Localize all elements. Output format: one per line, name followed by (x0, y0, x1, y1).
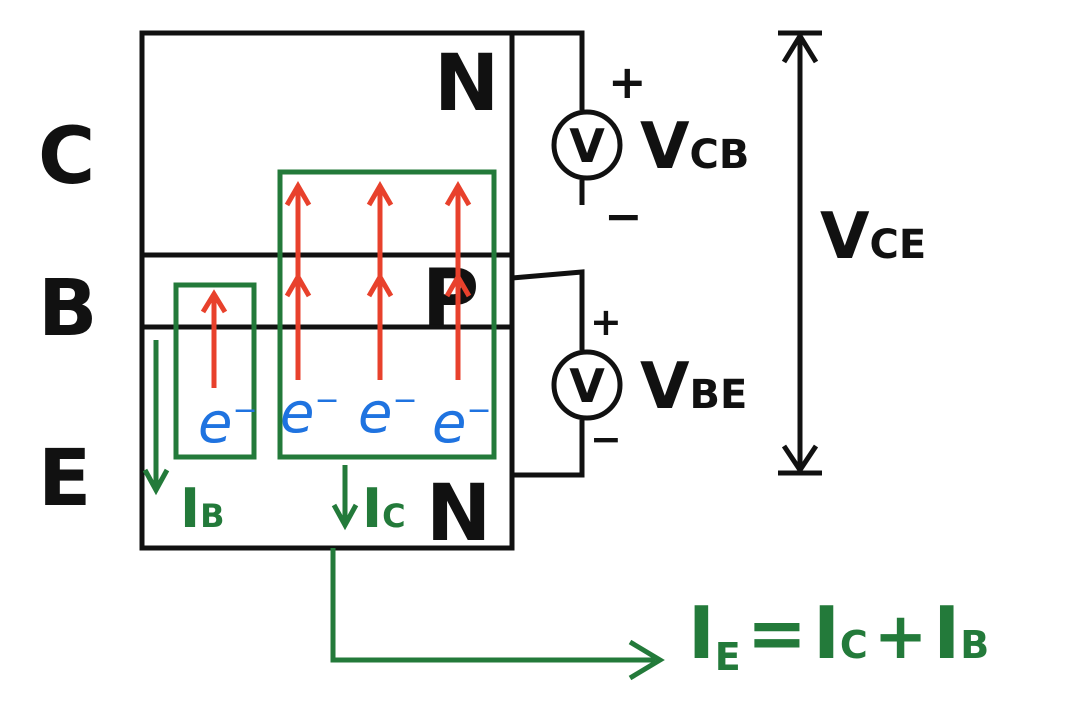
collector-electron-arrow-3 (444, 181, 472, 380)
region-n-bottom-label: N (426, 469, 491, 559)
electron-4: e− (432, 391, 492, 456)
base-electron-arrow (200, 289, 228, 388)
vce-top-arrowhead (781, 31, 819, 64)
terminal-c-label: C (38, 112, 95, 202)
vbe-meter-symbol: V (569, 359, 605, 413)
ib-arrow (142, 340, 170, 496)
vcb-plus-sign: + (608, 55, 647, 109)
vbe-meter-circle (551, 349, 623, 421)
vbe-label: VBE (640, 350, 747, 424)
vce-label: VCE (820, 200, 926, 274)
vcb-minus-sign: − (604, 189, 643, 243)
electron-3: e− (358, 381, 418, 446)
vcb-label: VCB (640, 110, 749, 184)
collector-electron-arrow-1 (284, 181, 312, 380)
collector-current-box (277, 169, 497, 460)
terminal-e-label: E (38, 434, 91, 524)
base-wire (511, 269, 585, 350)
terminal-b-label: B (38, 264, 97, 354)
ib-label: IB (180, 477, 224, 540)
emitter-current-path (330, 548, 655, 663)
kirchhoff-equation: IE=IC+IB (688, 591, 989, 679)
vcb-meter-symbol: V (569, 119, 605, 173)
emitter-current-arrowhead (628, 639, 665, 681)
vbe-plus-sign: + (590, 300, 622, 344)
transistor-body (139, 30, 515, 551)
electron-1: e− (198, 391, 258, 456)
ic-label: IC (362, 477, 406, 540)
base-current-box (173, 282, 257, 460)
electron-2: e− (280, 381, 340, 446)
region-p-label: P (422, 254, 479, 344)
region-n-top-label: N (434, 39, 499, 129)
vce-bottom-arrowhead (781, 444, 819, 475)
collector-wire (512, 30, 585, 110)
collector-electron-arrow-2 (366, 181, 394, 380)
ic-arrow (331, 465, 359, 531)
vcb-meter-circle (551, 109, 623, 181)
vbe-minus-sign: − (590, 417, 622, 461)
emitter-wire (512, 420, 585, 478)
